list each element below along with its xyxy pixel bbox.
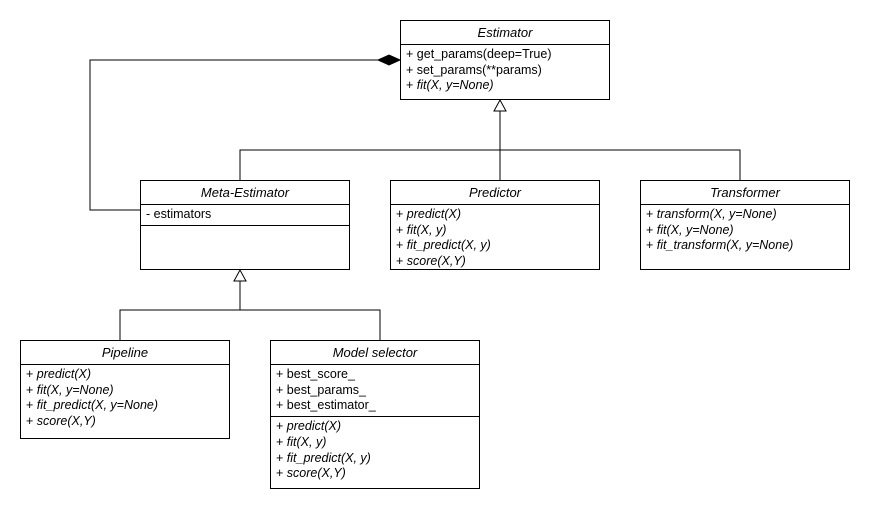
class-name: Model selector — [271, 341, 479, 365]
class-member: - estimators — [146, 207, 345, 223]
class-member: + fit(X, y) — [276, 435, 475, 451]
member-visibility: + — [276, 466, 284, 481]
member-signature: fit(X, y=None) — [656, 222, 734, 237]
class-compartment: + get_params(deep=True)+ set_params(**pa… — [401, 45, 609, 99]
member-visibility: + — [276, 367, 284, 381]
member-visibility: + — [276, 434, 284, 449]
class-pipeline: Pipeline+ predict(X)+ fit(X, y=None)+ fi… — [20, 340, 230, 439]
member-signature: get_params(deep=True) — [416, 47, 552, 61]
composition-line — [89, 59, 378, 211]
class-name: Meta-Estimator — [141, 181, 349, 205]
member-signature: fit(X, y) — [406, 222, 447, 237]
class-estimator: Estimator+ get_params(deep=True)+ set_pa… — [400, 20, 610, 100]
class-member: + fit_predict(X, y) — [276, 451, 475, 467]
member-visibility: + — [646, 238, 654, 253]
member-signature: predict(X) — [406, 207, 461, 221]
class-member: + best_estimator_ — [276, 398, 475, 414]
class-compartment: + predict(X)+ fit(X, y)+ fit_predict(X, … — [391, 205, 599, 272]
member-signature: best_estimator_ — [286, 398, 376, 413]
member-signature: set_params(**params) — [416, 62, 542, 77]
class-member: + score(X,Y) — [396, 254, 595, 270]
class-member: + score(X,Y) — [276, 466, 475, 482]
class-member: + fit(X, y) — [396, 223, 595, 239]
member-visibility: + — [396, 222, 404, 237]
class-member: + predict(X) — [396, 207, 595, 223]
member-visibility: + — [276, 382, 284, 397]
class-transformer: Transformer+ transform(X, y=None)+ fit(X… — [640, 180, 850, 270]
class-compartment: + best_score_+ best_params_+ best_estima… — [271, 365, 479, 418]
member-signature: best_params_ — [286, 382, 367, 397]
member-signature: fit_transform(X, y=None) — [656, 238, 794, 253]
class-compartment: + transform(X, y=None)+ fit(X, y=None)+ … — [641, 205, 849, 269]
member-visibility: + — [646, 222, 654, 237]
class-member: + get_params(deep=True) — [406, 47, 605, 63]
class-member: + predict(X) — [26, 367, 225, 383]
class-member: + fit_predict(X, y=None) — [26, 398, 225, 414]
class-compartment: - estimators — [141, 205, 349, 226]
class-name: Estimator — [401, 21, 609, 45]
class-predictor: Predictor+ predict(X)+ fit(X, y)+ fit_pr… — [390, 180, 600, 270]
member-signature: score(X,Y) — [406, 254, 466, 269]
member-visibility: + — [396, 238, 404, 253]
generalization-branch — [239, 149, 741, 180]
generalization-branch — [119, 309, 381, 340]
member-signature: estimators — [153, 207, 212, 221]
class-member: + fit_transform(X, y=None) — [646, 238, 845, 254]
member-visibility: + — [406, 78, 414, 93]
member-signature: score(X,Y) — [286, 466, 346, 481]
class-member: + transform(X, y=None) — [646, 207, 845, 223]
member-visibility: + — [26, 414, 34, 429]
generalization-arrowhead — [233, 268, 247, 282]
member-visibility: + — [646, 207, 654, 221]
member-signature: fit_predict(X, y) — [406, 238, 491, 253]
class-name: Transformer — [641, 181, 849, 205]
member-visibility: - — [146, 207, 151, 221]
class-member: + fit(X, y=None) — [26, 383, 225, 399]
class-member: + score(X,Y) — [26, 414, 225, 430]
member-signature: fit(X, y=None) — [36, 382, 114, 397]
class-compartment: + predict(X)+ fit(X, y=None)+ fit_predic… — [21, 365, 229, 438]
member-signature: fit_predict(X, y) — [286, 450, 371, 465]
member-visibility: + — [396, 254, 404, 269]
class-member: + fit_predict(X, y) — [396, 238, 595, 254]
member-visibility: + — [396, 207, 404, 221]
member-signature: score(X,Y) — [36, 414, 96, 429]
member-visibility: + — [26, 367, 34, 381]
member-visibility: + — [276, 419, 284, 434]
class-compartment: + predict(X)+ fit(X, y)+ fit_predict(X, … — [271, 417, 479, 488]
class-model-selector: Model selector+ best_score_+ best_params… — [270, 340, 480, 489]
generalization-arrowhead — [493, 98, 507, 112]
member-signature: transform(X, y=None) — [656, 207, 777, 221]
member-visibility: + — [26, 382, 34, 397]
class-name: Predictor — [391, 181, 599, 205]
member-signature: fit(X, y) — [286, 434, 327, 449]
class-member: + fit(X, y=None) — [646, 223, 845, 239]
member-signature: fit_predict(X, y=None) — [36, 398, 159, 413]
member-visibility: + — [406, 62, 414, 77]
class-member: + best_score_ — [276, 367, 475, 383]
member-visibility: + — [276, 398, 284, 413]
class-member: + set_params(**params) — [406, 63, 605, 79]
member-visibility: + — [26, 398, 34, 413]
member-visibility: + — [406, 47, 414, 61]
class-compartment — [141, 226, 349, 269]
class-meta-estimator: Meta-Estimator - estimators — [140, 180, 350, 270]
member-visibility: + — [276, 450, 284, 465]
member-signature: predict(X) — [36, 367, 91, 381]
composition-diamond — [376, 54, 402, 66]
class-member: + best_params_ — [276, 383, 475, 399]
member-signature: best_score_ — [286, 367, 355, 381]
class-name: Pipeline — [21, 341, 229, 365]
member-signature: fit(X, y=None) — [416, 78, 494, 93]
member-signature: predict(X) — [286, 419, 341, 434]
class-member: + predict(X) — [276, 419, 475, 435]
class-member: + fit(X, y=None) — [406, 78, 605, 94]
